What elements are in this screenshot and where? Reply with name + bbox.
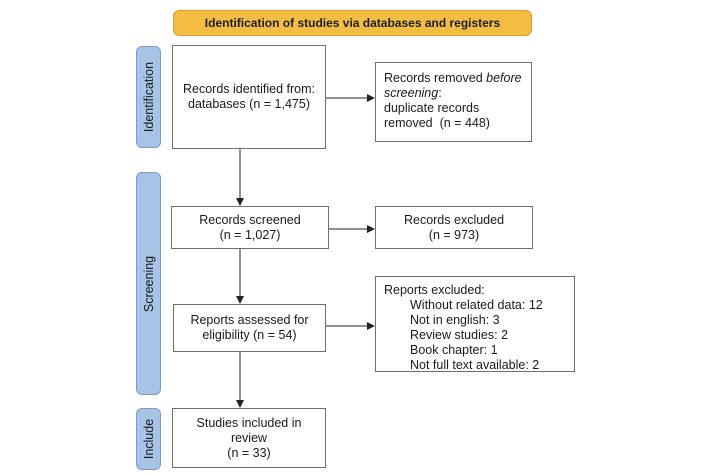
reports-excluded-title: Reports excluded: — [384, 283, 485, 297]
records-identified-line-1: Records identified from: — [182, 82, 315, 96]
records-removed-text: Records removed — [384, 71, 487, 85]
studies-included-box: Studies included in review (n = 33) — [172, 408, 326, 468]
studies-included-line-1: Studies included in — [196, 415, 302, 430]
reports-excluded-item: Review studies: 2 — [410, 328, 508, 342]
reports-assessed-line-1: Reports assessed for — [190, 313, 309, 327]
records-removed-line-3: duplicate records — [384, 101, 480, 115]
reports-assessed-box: Reports assessed for eligibility (n = 54… — [173, 304, 326, 352]
studies-included-line-2: review — [230, 430, 268, 445]
reports-excluded-item: Not in english: 3 — [410, 313, 500, 327]
records-identified-box: Records identified from: databases (n = … — [172, 45, 326, 149]
records-screened-line-1: Records screened — [199, 212, 301, 227]
stage-identification: Identification — [136, 46, 161, 148]
records-screened-box: Records screened (n = 1,027) — [171, 206, 329, 249]
stage-include: Include — [136, 408, 161, 470]
reports-excluded-item: Not full text available: 2 — [410, 358, 540, 372]
records-excluded-line-1: Records excluded — [403, 212, 505, 227]
records-removed-screening: screening — [384, 86, 439, 100]
records-removed-line-4: removed (n = 448) — [384, 116, 490, 130]
reports-assessed-line-2: eligibility (n = 54) — [202, 328, 297, 342]
reports-excluded-box: Reports excluded: Without related data: … — [375, 276, 575, 372]
records-removed-colon: : — [438, 86, 442, 100]
records-excluded-line-2: (n = 973) — [428, 227, 480, 242]
header-title: Identification of studies via databases … — [204, 16, 501, 30]
stage-screening: Screening — [136, 172, 161, 395]
records-removed-before: before — [486, 71, 522, 85]
records-excluded-box: Records excluded (n = 973) — [375, 206, 533, 249]
studies-included-line-3: (n = 33) — [227, 445, 271, 460]
records-screened-line-2: (n = 1,027) — [219, 227, 281, 242]
reports-excluded-item: Without related data: 12 — [410, 298, 543, 312]
records-identified-line-2: databases (n = 1,475) — [188, 97, 310, 111]
diagram-header: Identification of studies via databases … — [173, 10, 532, 36]
reports-excluded-item: Book chapter: 1 — [410, 343, 498, 357]
records-removed-box: Records removed before screening: duplic… — [375, 62, 532, 142]
